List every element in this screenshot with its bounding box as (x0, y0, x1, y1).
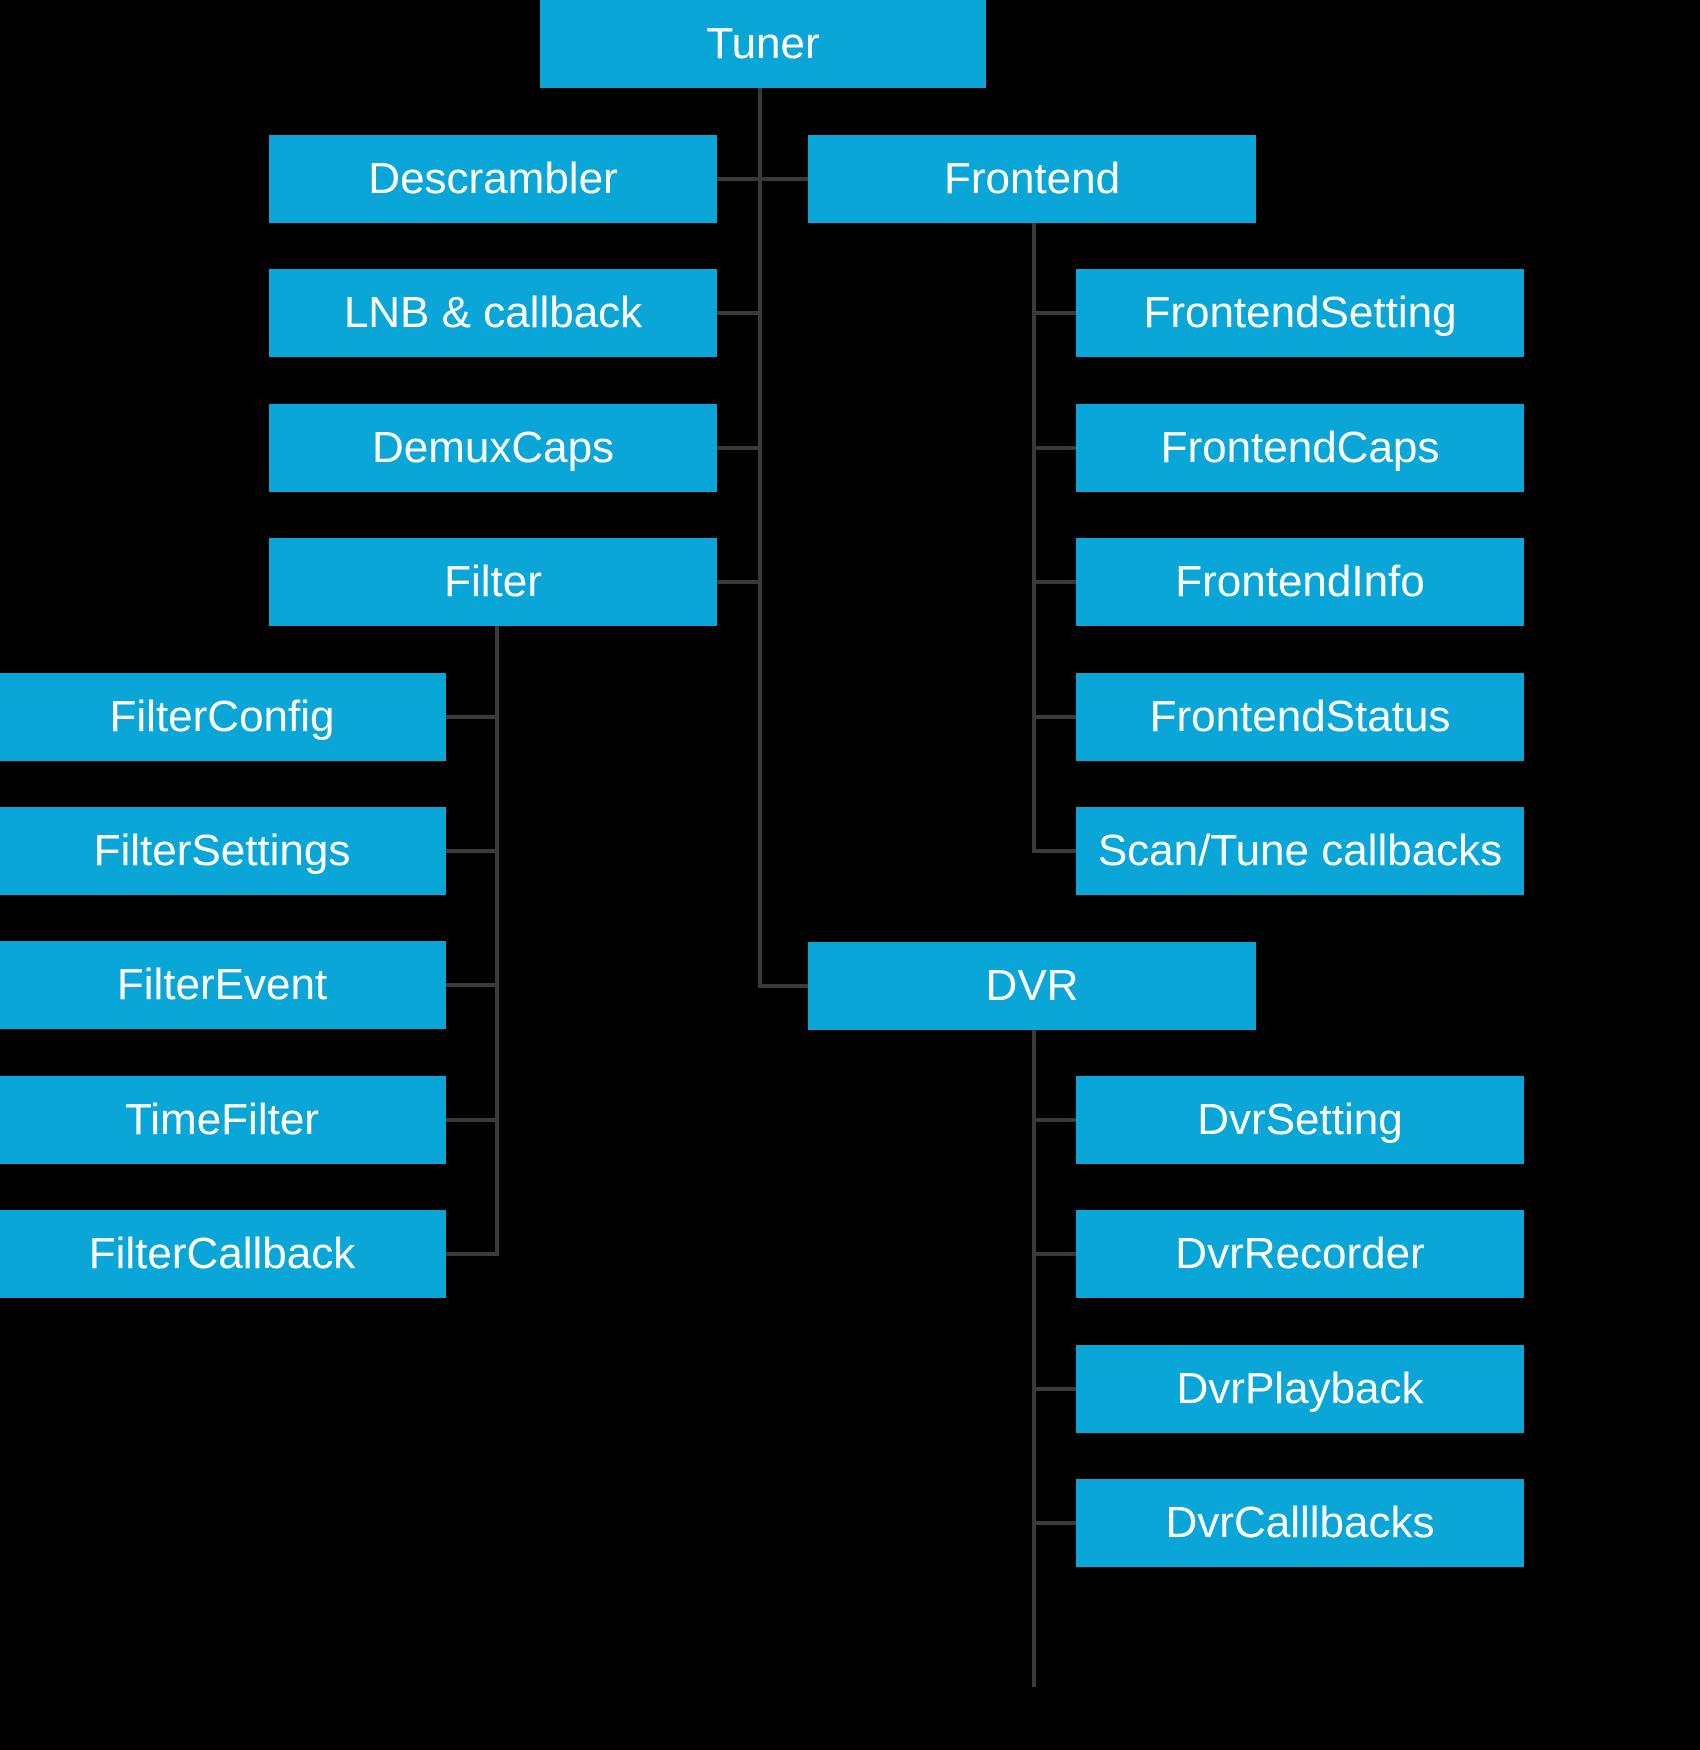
node-label: FilterSettings (93, 826, 351, 875)
node-dvrrecorder[interactable]: DvrRecorder (1076, 1210, 1524, 1298)
node-label: Descrambler (368, 154, 618, 203)
node-label: FrontendStatus (1149, 692, 1451, 741)
node-label: DvrPlayback (1176, 1364, 1424, 1413)
node-label: TimeFilter (125, 1095, 319, 1144)
node-label: DemuxCaps (371, 423, 615, 472)
edge-tuner-filter (716, 580, 760, 584)
node-filter[interactable]: Filter (269, 538, 717, 626)
edge-tuner-descrambler (716, 177, 760, 181)
edge-filter-timefilter (446, 1118, 499, 1122)
node-label: FrontendSetting (1143, 288, 1457, 337)
edge-dvr-playback (1032, 1387, 1076, 1391)
node-label: FilterConfig (109, 692, 335, 741)
edge-filter-filterevent (446, 983, 499, 987)
edge-tuner-frontend (758, 177, 810, 181)
node-tuner[interactable]: Tuner (540, 0, 986, 88)
edge-frontend-setting (1032, 311, 1076, 315)
node-scan-tune-callbacks[interactable]: Scan/Tune callbacks (1076, 807, 1524, 895)
node-label: Filter (444, 557, 542, 606)
node-label: FrontendInfo (1175, 557, 1425, 606)
node-label: DVR (985, 961, 1079, 1010)
edge-tuner-demuxcaps (716, 446, 760, 450)
node-filtercallback[interactable]: FilterCallback (0, 1210, 446, 1298)
node-filterevent[interactable]: FilterEvent (0, 941, 446, 1029)
edge-tuner-dvr (758, 984, 810, 988)
node-frontend[interactable]: Frontend (808, 135, 1256, 223)
node-dvrsetting[interactable]: DvrSetting (1076, 1076, 1524, 1164)
edge-filter-filterconfig (446, 715, 499, 719)
node-dvrcallbacks[interactable]: DvrCalllbacks (1076, 1479, 1524, 1567)
edge-dvr-callbacks (1032, 1521, 1076, 1525)
node-frontendcaps[interactable]: FrontendCaps (1076, 404, 1524, 492)
edge-frontend-scantune (1032, 849, 1076, 853)
edge-filter-filtersettings (446, 849, 499, 853)
edge-frontend-info (1032, 580, 1076, 584)
node-lnb-callback[interactable]: LNB & callback (269, 269, 717, 357)
node-descrambler[interactable]: Descrambler (269, 135, 717, 223)
node-label: Tuner (706, 19, 820, 68)
edge-dvr-trunk (1032, 1027, 1036, 1687)
edge-dvr-setting (1032, 1118, 1076, 1122)
node-dvr[interactable]: DVR (808, 942, 1256, 1030)
node-label: LNB & callback (343, 288, 643, 337)
edge-tuner-trunk (758, 88, 762, 986)
node-frontendinfo[interactable]: FrontendInfo (1076, 538, 1524, 626)
node-demuxcaps[interactable]: DemuxCaps (269, 404, 717, 492)
node-label: FilterCallback (88, 1229, 356, 1278)
node-label: FrontendCaps (1160, 423, 1440, 472)
node-label: DvrSetting (1197, 1095, 1403, 1144)
node-frontendstatus[interactable]: FrontendStatus (1076, 673, 1524, 761)
node-label: Scan/Tune callbacks (1097, 826, 1503, 875)
edge-filter-filtercallback (446, 1252, 499, 1256)
edge-filter-trunk (495, 624, 499, 1252)
node-filterconfig[interactable]: FilterConfig (0, 673, 446, 761)
edge-tuner-lnb (716, 311, 760, 315)
node-label: DvrRecorder (1175, 1229, 1425, 1278)
edge-dvr-recorder (1032, 1252, 1076, 1256)
node-label: Frontend (943, 154, 1121, 203)
edge-frontend-status (1032, 715, 1076, 719)
node-filtersettings[interactable]: FilterSettings (0, 807, 446, 895)
edge-frontend-trunk (1032, 220, 1036, 852)
node-timefilter[interactable]: TimeFilter (0, 1076, 446, 1164)
node-frontendsetting[interactable]: FrontendSetting (1076, 269, 1524, 357)
edge-frontend-caps (1032, 446, 1076, 450)
node-dvrplayback[interactable]: DvrPlayback (1076, 1345, 1524, 1433)
node-label: DvrCalllbacks (1165, 1498, 1435, 1547)
node-label: FilterEvent (116, 960, 328, 1009)
